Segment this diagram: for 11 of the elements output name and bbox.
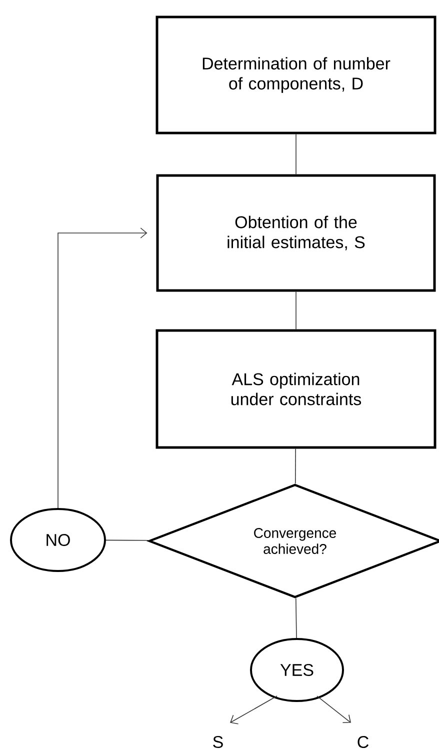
process-box: Determination of number of components, D <box>156 16 436 134</box>
connector <box>58 228 148 508</box>
connector <box>294 448 296 484</box>
process-box: Obtention of the initial estimates, S <box>156 174 436 292</box>
connector <box>316 696 351 724</box>
connector <box>296 598 297 638</box>
connector <box>230 696 278 724</box>
process-box: ALS optimization under constraints <box>156 329 436 449</box>
output-label: C <box>358 736 368 748</box>
connector <box>106 540 150 541</box>
output-label: S <box>213 736 223 748</box>
